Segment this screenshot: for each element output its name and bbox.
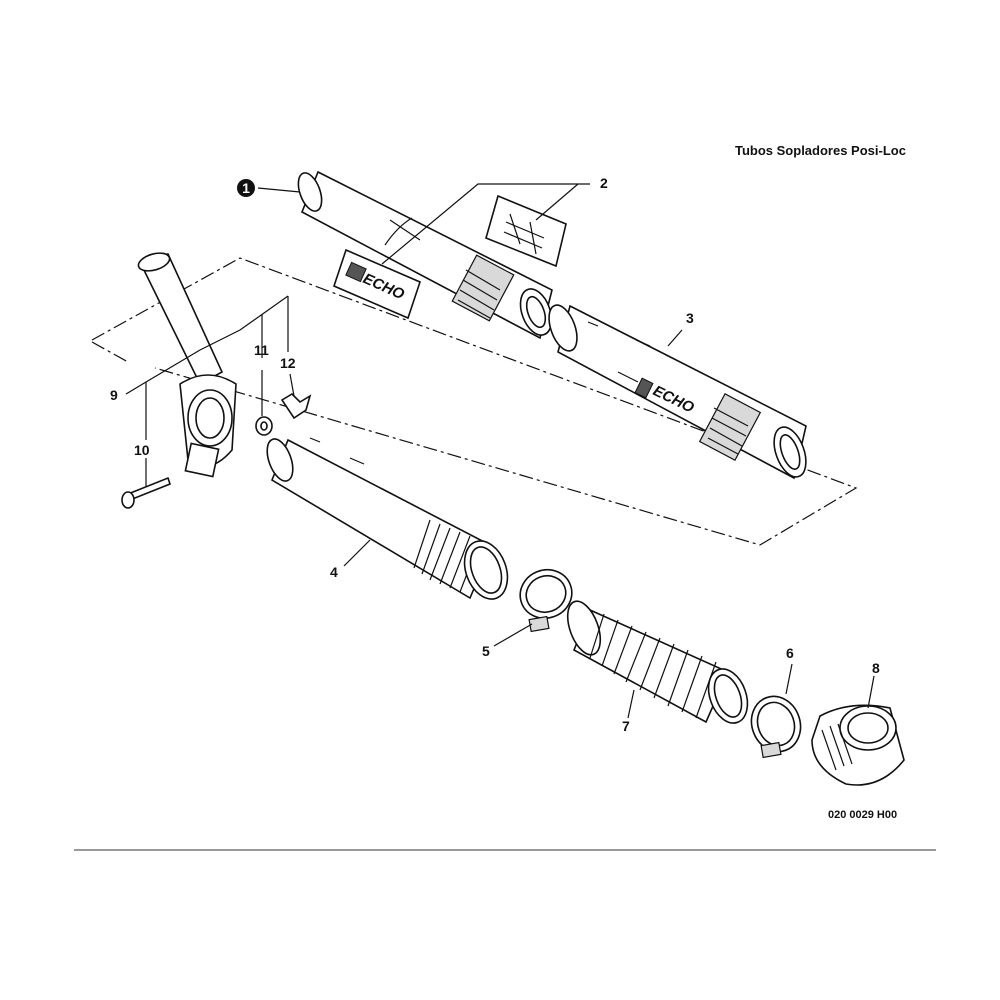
hose-clamp-6 xyxy=(750,695,802,759)
decal-upper xyxy=(485,194,567,268)
callout-2: 2 xyxy=(600,175,608,191)
assembly-boundary xyxy=(91,257,858,546)
elbow-8 xyxy=(811,704,905,786)
wing-nut xyxy=(280,392,312,420)
callout-11: 11 xyxy=(254,342,269,358)
callout-1: 1 xyxy=(242,180,250,196)
callout-1-badge xyxy=(237,179,255,197)
pipe-4-bellows xyxy=(413,519,481,593)
callout-3: 3 xyxy=(686,310,694,326)
pipe-4 xyxy=(266,437,509,600)
leader-lines xyxy=(125,183,875,719)
callout-12: 12 xyxy=(280,355,296,371)
washer xyxy=(255,416,273,436)
pipe-3: ECHO xyxy=(548,304,807,480)
callout-8: 8 xyxy=(872,660,880,676)
pipe-1-grip xyxy=(451,254,515,322)
callout-6: 6 xyxy=(786,645,794,661)
handle-clamp xyxy=(137,252,237,478)
callout-10: 10 xyxy=(134,442,150,458)
bolt xyxy=(121,476,171,509)
pipe-3-grip xyxy=(698,392,762,462)
hose-clamp-5 xyxy=(519,568,573,633)
decal-lower: ECHO xyxy=(333,248,421,320)
bellows-hose xyxy=(566,600,749,724)
figure-code: 020 0029 H00 xyxy=(828,809,897,821)
callout-7: 7 xyxy=(622,718,630,734)
clamp-boundary xyxy=(91,341,129,363)
callout-5: 5 xyxy=(482,643,490,659)
callout-9: 9 xyxy=(110,387,118,403)
diagram-title: Tubos Sopladores Posi-Loc xyxy=(735,143,906,158)
callout-4: 4 xyxy=(330,564,338,580)
pipe-1 xyxy=(297,170,553,340)
